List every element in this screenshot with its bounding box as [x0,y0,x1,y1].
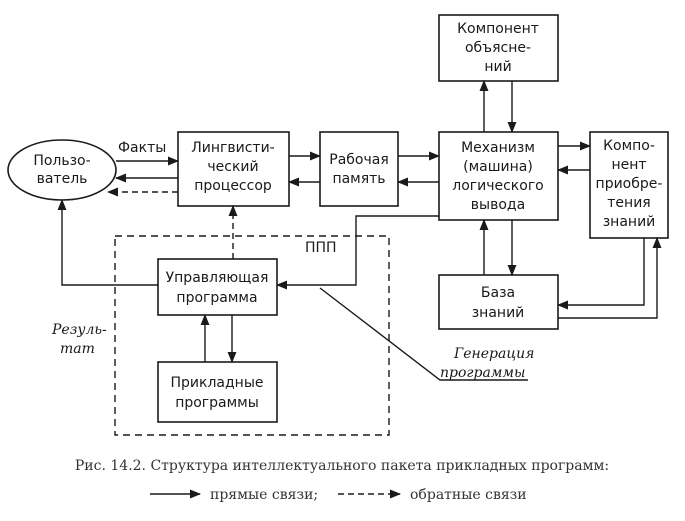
node-inference-line-1: Механизм [461,140,535,156]
node-linguistic-line-1: Лингвисти- [191,140,275,156]
label-generation-line-1: Генерация [453,346,534,362]
node-memory-line-2: память [332,171,385,187]
generation-leader-line [319,287,528,381]
node-inference-line-3: логического [452,178,544,194]
node-user: Пользо- ватель [7,139,117,201]
label-ppp: ППП [305,240,337,256]
label-result-line-1: Резуль- [51,322,107,338]
node-knowledge-line-2: знаний [472,305,525,321]
node-knowledge-base: База знаний [438,274,559,330]
node-applied-line-1: Прикладные [171,375,264,391]
node-explanation-component: Компонент объясне- ний [438,14,559,82]
ppp-frame [114,235,390,436]
node-applied-programs: Прикладные программы [157,361,278,423]
node-control-line-2: программа [176,290,257,306]
node-explanation-line-1: Компонент [457,21,539,37]
node-linguistic-line-3: процессор [194,178,272,194]
node-memory-line-1: Рабочая [329,152,389,168]
node-working-memory: Рабочая память [319,131,399,207]
caption-title: Рис. 14.2. Структура интеллектуального п… [75,458,609,474]
node-control-program: Управляющая программа [157,258,278,316]
node-linguistic-line-2: ческий [207,159,258,175]
node-knowledge-acquisition: Компо- нент приобре- тения знаний [589,131,669,239]
node-applied-line-2: программы [175,395,259,411]
node-acquisition-line-4: тения [607,195,650,211]
node-inference-engine: Механизм (машина) логического вывода [438,131,559,221]
node-acquisition-line-5: знаний [603,214,656,230]
node-knowledge-line-1: База [481,285,515,301]
node-user-line-2: ватель [37,171,88,187]
edge-knowledge-to-acquisition [558,236,662,319]
label-result-line-2: тат [60,341,95,357]
node-control-line-1: Управляющая [166,270,269,286]
legend-feedback-label: обратные связи [410,487,527,503]
node-acquisition-line-2: нент [611,157,646,173]
node-inference-line-2: (машина) [463,159,533,175]
node-inference-line-4: вывода [471,197,525,213]
label-facts: Факты [118,140,166,156]
edge-acquisition-to-knowledge [556,238,645,310]
node-user-line-1: Пользо- [33,153,90,169]
node-acquisition-line-1: Компо- [603,138,655,154]
node-explanation-line-3: ний [484,59,511,75]
legend-direct-label: прямые связи; [210,487,318,503]
node-linguistic-processor: Лингвисти- ческий процессор [177,131,290,207]
edge-control-to-user [57,198,158,286]
label-generation-line-2: программы [440,365,525,381]
node-explanation-line-2: объясне- [465,40,531,56]
node-acquisition-line-3: приобре- [596,176,663,192]
edge-inference-to-control [275,215,439,290]
